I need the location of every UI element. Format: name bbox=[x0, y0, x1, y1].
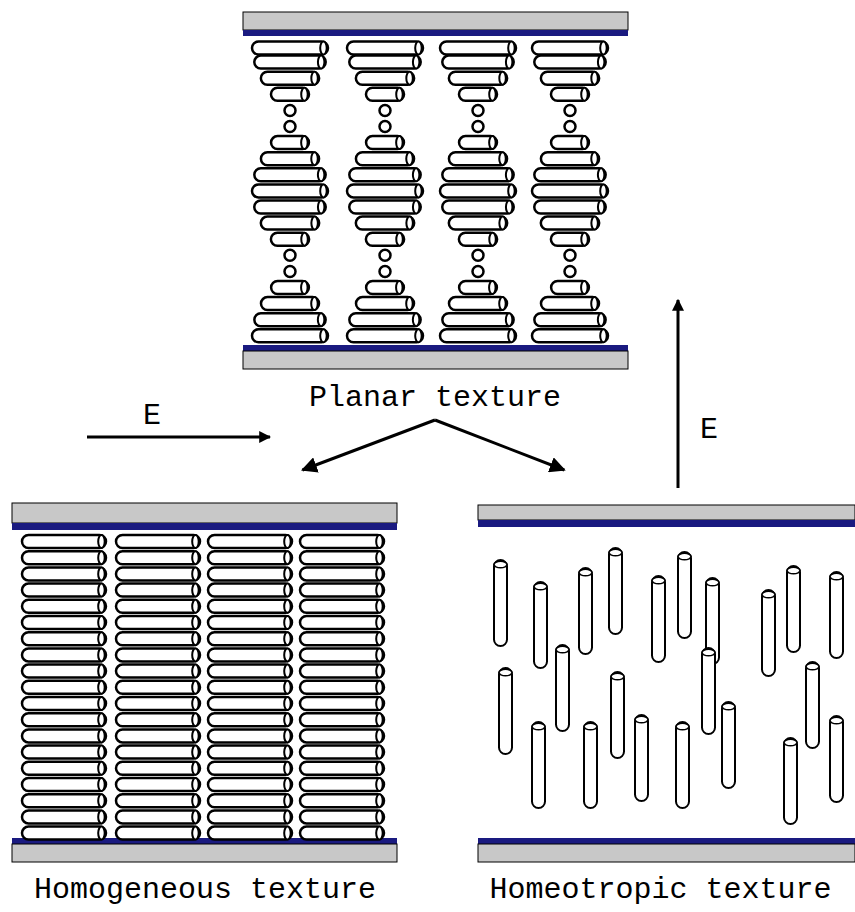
texture-label: Planar texture bbox=[309, 380, 561, 416]
texture-label: Homeotropic texture bbox=[489, 872, 831, 908]
field-arrow bbox=[87, 436, 270, 439]
molecule-rods bbox=[22, 42, 843, 840]
field-label: E bbox=[700, 412, 718, 448]
texture-panel: Planar texture bbox=[240, 8, 630, 418]
texture-panel: Homogeneous texture bbox=[10, 470, 400, 910]
texture-label: Homogeneous texture bbox=[34, 872, 376, 908]
field-arrow bbox=[677, 300, 680, 488]
split-arrow bbox=[435, 420, 564, 470]
split-arrow bbox=[303, 420, 436, 470]
field-label: E bbox=[143, 398, 161, 434]
glass-plates bbox=[12, 12, 855, 862]
texture-panel: Homeotropic texture bbox=[468, 470, 853, 910]
